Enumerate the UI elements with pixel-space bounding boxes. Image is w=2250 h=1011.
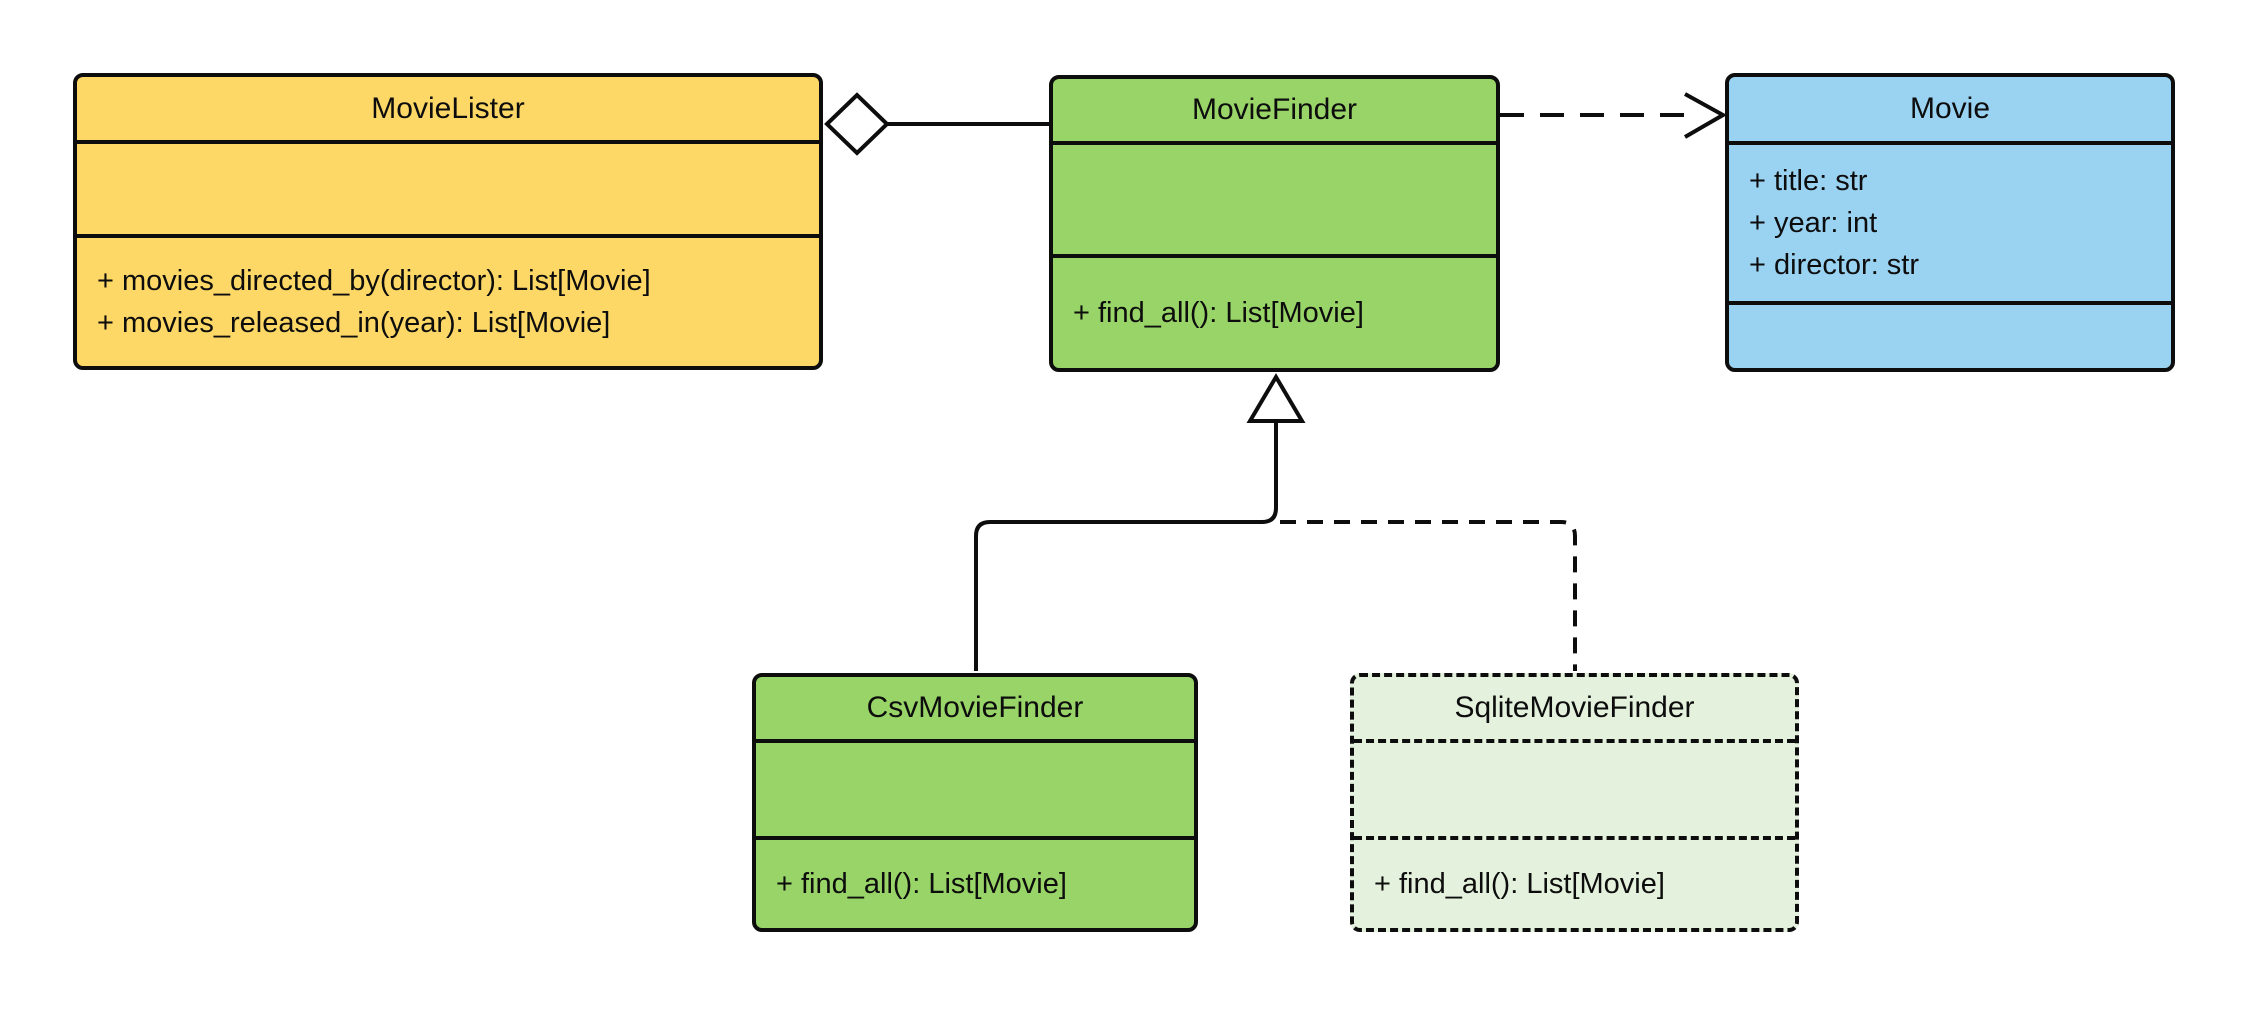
method-label: + find_all(): List[Movie] (1073, 297, 1364, 329)
attributes-compartment (1053, 145, 1496, 258)
method-label: + movies_directed_by(director): List[Mov… (97, 265, 651, 297)
methods-compartment (1729, 305, 2171, 368)
class-sqlitemoviefinder[interactable]: SqliteMovieFinder + find_all(): List[Mov… (1350, 673, 1799, 932)
class-title: Movie (1729, 77, 2171, 145)
attribute-label: + title: str (1749, 165, 1868, 197)
methods-compartment: + movies_directed_by(director): List[Mov… (77, 238, 819, 366)
generalization-connector-sqlitemoviefinder[interactable] (1280, 520, 1577, 671)
class-title: MovieLister (77, 77, 819, 144)
class-title: MovieFinder (1053, 79, 1496, 145)
attribute-label: + year: int (1749, 207, 1878, 239)
attributes-compartment (77, 144, 819, 238)
methods-compartment: + find_all(): List[Movie] (756, 840, 1194, 928)
hollow-triangle-icon (1246, 373, 1306, 423)
open-arrowhead-icon (1683, 92, 1728, 139)
attributes-compartment (1354, 743, 1795, 840)
method-label: + movies_released_in(year): List[Movie] (97, 307, 611, 339)
class-title: SqliteMovieFinder (1354, 677, 1795, 743)
methods-compartment: + find_all(): List[Movie] (1354, 840, 1795, 928)
dependency-connector-moviefinder-movie[interactable] (1500, 92, 1728, 139)
open-diamond-icon (824, 92, 890, 156)
class-csvmoviefinder[interactable]: CsvMovieFinder + find_all(): List[Movie] (752, 673, 1198, 932)
methods-compartment: + find_all(): List[Movie] (1053, 258, 1496, 368)
class-movielister[interactable]: MovieLister + movies_directed_by(directo… (73, 73, 823, 370)
class-title: CsvMovieFinder (756, 677, 1194, 743)
attribute-label: + director: str (1749, 249, 1920, 281)
method-label: + find_all(): List[Movie] (776, 868, 1067, 900)
aggregation-connector-movielister-moviefinder[interactable] (824, 92, 1051, 156)
method-label: + find_all(): List[Movie] (1374, 868, 1665, 900)
class-movie[interactable]: Movie + title: str + year: int + directo… (1725, 73, 2175, 372)
attributes-compartment: + title: str + year: int + director: str (1729, 145, 2171, 305)
attributes-compartment (756, 743, 1194, 840)
class-moviefinder[interactable]: MovieFinder + find_all(): List[Movie] (1049, 75, 1500, 372)
generalization-connector-csvmoviefinder[interactable] (974, 421, 1278, 671)
